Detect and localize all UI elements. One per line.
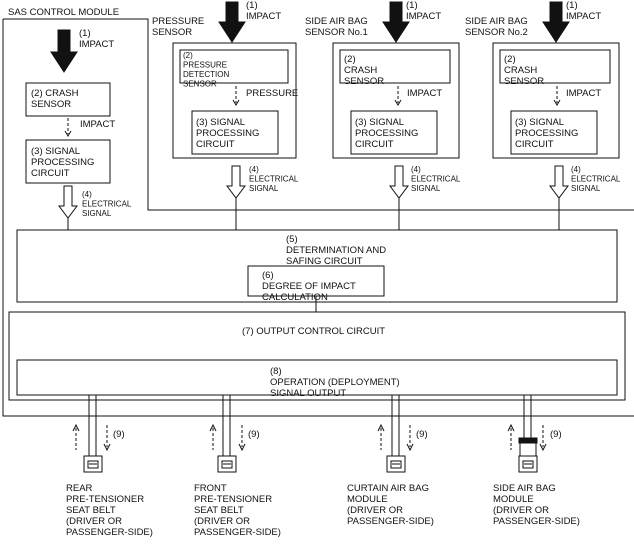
electrical-arrow-internal <box>58 185 78 219</box>
output-control-label: (7) OUTPUT CONTROL CIRCUIT <box>242 326 385 337</box>
electrical-arrow-pressure <box>226 165 246 199</box>
impact-dash-arrowhead-side-2 <box>553 99 561 106</box>
operation-output-box <box>16 359 618 396</box>
pressure-detection-box <box>179 49 289 84</box>
signal-arrows: (9) (9) (9) (9) <box>72 423 562 452</box>
output-wiring <box>88 395 532 456</box>
impact-dash-arrowhead-side-1 <box>394 99 402 106</box>
crash-sensor-box <box>25 82 111 117</box>
impact-arrow-side-1 <box>382 1 410 43</box>
pressure-dash-arrowhead <box>232 99 240 106</box>
signal-processing-box-side-1 <box>350 110 438 155</box>
sas-module-title: SAS CONTROL MODULE <box>8 7 119 18</box>
signal-processing-box-side-2 <box>510 110 598 155</box>
crash-sensor-box-side-2 <box>499 49 611 84</box>
electrical-arrow-side-1 <box>389 165 409 199</box>
crash-sensor-box-side-1 <box>339 49 451 84</box>
signal-9-rear: (9) <box>113 429 125 440</box>
impact-dash-arrowhead-internal <box>64 130 72 137</box>
side-connector-icon <box>518 437 538 473</box>
impact-arrow-internal <box>50 29 78 73</box>
impact-arrow-pressure <box>218 1 246 43</box>
front-connector-icon <box>217 455 237 473</box>
signal-9-curtain: (9) <box>416 429 428 440</box>
operation-output-label: (8)OPERATION (DEPLOYMENT)SIGNAL OUTPUT <box>270 366 400 399</box>
electrical-arrow-side-2 <box>549 165 569 199</box>
signal-9-front: (9) <box>248 429 260 440</box>
signal-processing-box-internal <box>25 139 111 184</box>
rear-connector-icon <box>83 455 103 473</box>
impact-label-side-1: (1)IMPACT <box>406 0 441 22</box>
curtain-connector-icon <box>386 455 406 473</box>
impact-label-internal: (1)IMPACT <box>79 28 114 50</box>
pressure-sub-label: PRESSURE <box>246 88 298 99</box>
signal-processing-box-pressure <box>191 110 279 155</box>
impact-sub-label-internal: IMPACT <box>80 119 115 130</box>
sas-module-outline <box>2 18 634 417</box>
impact-sub-label-side-1: IMPACT <box>407 88 442 99</box>
signal-9-side: (9) <box>550 429 562 440</box>
impact-label-side-2: (1)IMPACT <box>566 0 601 22</box>
impact-sub-label-side-2: IMPACT <box>566 88 601 99</box>
impact-label-pressure: (1)IMPACT <box>246 0 281 22</box>
impact-arrow-side-2 <box>542 1 570 43</box>
degree-of-impact-box <box>247 265 385 297</box>
